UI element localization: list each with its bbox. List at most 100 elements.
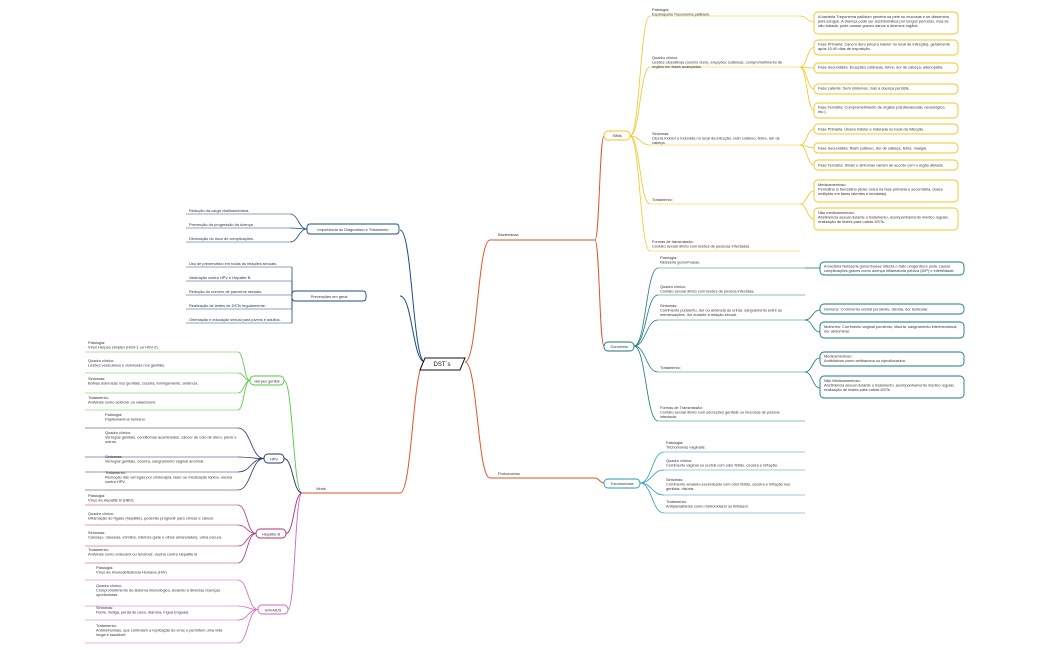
gonorreia-nao-medicamentoso-text-line: Abstinência sexual durante o tratamento,… [824,383,955,388]
herpes-item-3-line: Tratamento: [88,395,109,400]
connector [237,504,257,534]
gonorreia-patologia-line: Patologia: [660,255,677,260]
sifilis-fase-0[interactable] [813,39,959,56]
diagnostico-item: Prevenção da progressão da doença. [189,222,254,227]
connector [639,451,665,484]
sifilis-quadro-line: Quadro clínico: [652,55,678,60]
herpes-node[interactable] [249,375,285,386]
connector [799,190,815,205]
gonorreia-tratamento-line: Tratamento: [660,365,681,370]
hpv-item-2-line: Sintomas: [105,454,122,459]
gonorreia-mulheres[interactable] [819,321,965,339]
connector [594,135,605,241]
gonorreia-homens[interactable] [819,303,965,315]
hiv-node[interactable] [257,604,289,615]
herpes-item-2: Sintomas:Bolhas dolorosas nos genitais, … [88,376,199,386]
hiv-item-0: Patologia:Vírus da Imunodeficiência Huma… [96,565,168,575]
herpes-item-1: Quadro clínico:Lesões vesiculares e dolo… [88,358,165,368]
diagnostico-node[interactable] [306,223,400,235]
prevencoes-node-label: Prevenções em geral [311,294,348,299]
sifilis-nao-medicamentoso[interactable] [813,207,959,231]
hpv-item-1-line: outros. [105,439,117,444]
hpv-item-1: Quadro clínico:Verrugas genitais, condil… [105,430,237,444]
sifilis-medicamentoso[interactable] [813,179,959,203]
connector [633,345,659,373]
gonorreia-patologia-note-text: A bactéria Neisseria gonorrhoeae infecta… [824,264,955,274]
connector [287,492,303,610]
sifilis-sintomas-line: cabeça. [652,140,666,145]
gonorreia-tratamento: Tratamento: [660,365,681,370]
sifilis-patologia-note[interactable] [813,11,959,35]
sifilis-medicamentoso-text: Medicamentoso:Penicilina G benzatina (do… [818,182,943,196]
connector [289,213,308,230]
tricomoniase-tratamento-line: Tratamento: [666,499,687,504]
tricomoniase-quadro: Quadro clínico:Corrimento vaginal ou ure… [666,458,778,468]
sifilis-fase-1[interactable] [813,62,959,74]
connector [289,228,308,243]
sifilis-sintomas-line: Sintomas: [652,131,669,136]
connector [804,371,821,389]
hiv-item-3-line: longa e saudável. [96,632,127,637]
sifilis-fase-3[interactable] [813,102,959,119]
sifilis-patologia-line: Espiroqueta Treponema pallidum. [652,12,710,17]
connector [464,239,491,363]
connector [283,458,303,494]
hepatite-item-3-line: Antivirais como entecavir ou tenofovir, … [88,552,198,557]
hiv-label: HIV/AIDS [265,607,282,612]
hpv-node[interactable] [263,453,285,464]
sifilis-fase-0-text-line: Fase Primária: Cancro duro (úlcera indol… [818,42,950,47]
sifilis-fase-0-text: Fase Primária: Cancro duro (úlcera indol… [818,42,950,52]
hiv-item-1-line: oportunistas. [96,592,118,597]
gonorreia-patologia-note-text-line: complicações graves como doença inflamat… [824,268,955,273]
gonorreia-quadro-line: Contato sexual direto com lesões de pess… [660,289,755,294]
hiv-item-2-line: Febre, fadiga, perda de peso, diarreia, … [96,610,189,615]
prevencao-item: Vacinação contra HPV e Hepatite B. [189,275,251,280]
connector [237,533,257,547]
sifilis-nao-medicamentoso-text: Não medicamentoso:Abstinência sexual dur… [818,210,949,224]
gonorreia-node[interactable] [603,341,635,352]
gonorreia-mulheres-text: Mulheres: Corrimento vaginal purulento, … [824,324,957,334]
gonorreia-medicamentoso[interactable] [819,351,965,367]
sifilis-medicamentoso-text-line: Penicilina G benzatina (dose única na fa… [818,187,943,192]
sifilis-node[interactable] [603,130,631,141]
sifilis-sintoma-fase-1-text-line: Fase Secundária: Rash cutâneo, dor de ca… [818,145,927,150]
connector [799,66,815,90]
sifilis-fase-2[interactable] [813,83,959,95]
connector [629,15,651,137]
mind-map-nodes: DST´sBacterianasSífilisPatologia:Espiroq… [88,7,965,637]
connector [237,458,265,473]
prevencoes-node[interactable] [291,290,367,302]
hiv-item-1-line: Comprometimento do sistema imunológico, … [96,588,220,593]
sifilis-sintoma-fase-1[interactable] [813,142,959,154]
connector [237,372,251,381]
hepatite-item-3-line: Tratamento: [88,547,109,552]
gonorreia-quadro: Quadro clínico:Contato sexual direto com… [660,284,755,294]
tricomoniase-node[interactable] [603,478,641,489]
hiv-item-3: Tratamento:Antirretrovirais, que control… [96,623,223,637]
herpes-item-1-line: Lesões vesiculares e dolorosas nos genit… [88,363,165,368]
tricomoniase-tratamento-line: Antiparasitários como metronidazol ou ti… [666,504,749,509]
hiv-item-2-line: Sintomas: [96,605,113,610]
sifilis-sintomas-line: Úlcera indolor e indurada no local da in… [652,136,780,141]
gonorreia-patologia-note[interactable] [819,261,965,276]
hepatite-node[interactable] [255,528,287,539]
hiv-item-2: Sintomas:Febre, fadiga, perda de peso, d… [96,605,189,615]
gonorreia-sintomas-line: Corrimento purulento, dor ou ardência ao… [660,308,782,313]
tricomoniase-label: Tricomoníase [610,481,633,486]
connector [804,357,821,373]
connector [237,380,251,411]
hiv-item-3-line: Antirretrovirais, que controlam a replic… [96,628,223,633]
sifilis-sintoma-fase-2[interactable] [813,159,959,171]
sifilis-transmissao-line: Formas de transmissão: [652,239,694,244]
gonorreia-nao-medicamentoso-text-line: realização de testes para outras DSTs. [824,387,891,392]
root-node[interactable] [419,357,466,371]
herpes-item-0-line: Vírus Herpes simplex (HSV-1 ou HSV-2). [88,345,159,350]
connector [799,144,815,166]
sifilis-sintoma-fase-0[interactable] [813,123,959,135]
gonorreia-nao-medicamentoso[interactable] [819,375,965,399]
tricomoniase-sintomas: Sintomas:Corrimento amarelo-esverdeado c… [666,477,790,491]
gonorreia-homens-text: Homens: Corrimento uretral purulento, di… [824,307,928,312]
tricomoniase-patologia: Patologia:Trichomonas vaginalis. [666,440,706,450]
hepatite-item-2: Sintomas:Cansaço, náuseas, vômitos, icte… [88,530,222,540]
connector [633,319,659,347]
